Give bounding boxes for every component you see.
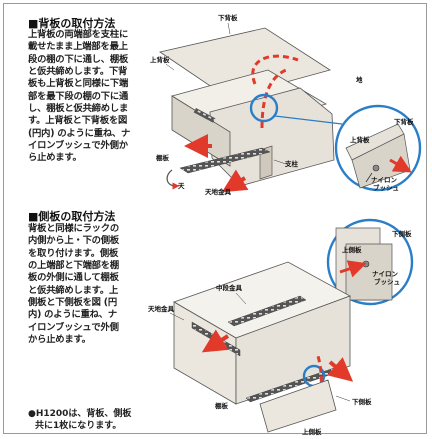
leader-line xyxy=(274,115,343,125)
instruction-line: 載せたまま上端部を最上 xyxy=(28,41,128,53)
note-line: 共に1枚になります。 xyxy=(35,421,122,431)
nylon-bush-icon xyxy=(372,164,380,172)
side-panel-instructions: 背板と同様にラックの内側から上・下の側板を取り付けます。側板の上端部と下端部を棚… xyxy=(28,223,119,346)
upper-back-panel xyxy=(159,27,331,99)
label-top-bottom-bracket: 天地金具 xyxy=(205,187,232,196)
instruction-line: 段の棚の下に通し、棚板 xyxy=(28,53,129,65)
middle-bracket xyxy=(227,295,307,327)
detail-label-lower-back: 下背板 xyxy=(394,117,414,126)
detail-label-bush: ブッシュ xyxy=(374,277,400,286)
detail-label-lower-side: 下側板 xyxy=(392,229,412,238)
instruction-line: ら止めます。 xyxy=(28,152,82,164)
label-middle-bracket: 中段金具 xyxy=(216,283,243,292)
instruction-line: 背板と同様にラックの xyxy=(28,223,119,234)
detail-upper-side xyxy=(345,243,393,301)
instruction-line: の上端部と下端部を棚 xyxy=(28,260,119,272)
detail-label-bush: ブッシュ xyxy=(373,183,399,192)
instruction-line: し、棚板と仮共締めしま xyxy=(28,103,129,115)
label-post: 支柱 xyxy=(284,159,299,168)
instruction-line: と仮共締めします。上 xyxy=(28,284,119,296)
instruction-line: 内側から上・下の側板 xyxy=(28,235,119,247)
insert-arrow-lower xyxy=(260,68,287,129)
detail-label-upper-back: 上背板 xyxy=(350,135,370,144)
instruction-line: イロンブッシュで外側 xyxy=(28,321,119,333)
side-panel-assembly: 下側板 上側板 ナイロン ブッシュ 中段金具 天地金具 棚板 下側板 上側板 xyxy=(148,218,414,436)
push-arrow-front xyxy=(327,357,354,382)
label-upper-side-panel: 上側板 xyxy=(302,427,322,436)
side-panel-heading: ■側板の取付方法 xyxy=(28,210,116,223)
rotate-arrow xyxy=(166,169,180,190)
back-panel-instructions: 上背板の両端部を支柱に載せたまま上端部を最上段の棚の下に通し、棚板と仮共締めしま… xyxy=(28,29,130,165)
back-panel-assembly: 下背板 上背板 地 天 棚板 支柱 天地金具 下背板 上背板 ナイロン ブッシュ xyxy=(150,13,422,196)
instruction-line: 板も上背板と同様に下端 xyxy=(28,78,129,90)
label-upper-back-panel: 上背板 xyxy=(150,55,170,64)
instruction-line: 内) のように重ね、ナ xyxy=(28,309,117,321)
instruction-line: 側板と下側板を図 (円 xyxy=(28,297,117,309)
instruction-line: 上背板の両端部を支柱に xyxy=(28,29,129,40)
h1200-note: ●H1200は、背板、側板 共に1枚になります。 xyxy=(28,408,131,432)
label-top-bottom-bracket: 天地金具 xyxy=(148,304,175,313)
label-shelf-board: 棚板 xyxy=(156,153,170,162)
shelf-rail xyxy=(193,108,216,123)
base-rail xyxy=(179,147,271,174)
label-heaven: 天 xyxy=(178,182,185,190)
instruction-line: (円内) のように重ね、ナ xyxy=(28,127,131,139)
post xyxy=(259,145,273,180)
overlap-focus-circle xyxy=(249,93,279,123)
detail-arrow xyxy=(389,155,412,173)
instruction-line: を取り付けます。側板 xyxy=(28,247,119,259)
detail-label-nylon: ナイロン xyxy=(371,176,398,184)
push-arrow-left xyxy=(201,329,230,353)
label-lower-back-panel-top: 下背板 xyxy=(218,13,238,22)
bush-pointer xyxy=(365,172,373,183)
detail-label-upper-side: 上側板 xyxy=(342,245,362,254)
figure-frame xyxy=(3,3,427,434)
instruction-line: す。上背板と下背板を図 xyxy=(28,115,128,127)
lower-back-panel xyxy=(209,87,335,187)
push-arrow-bottom xyxy=(221,169,249,193)
instruction-line: イロンブッシュで外側か xyxy=(28,140,128,152)
detail-label-nylon: ナイロン xyxy=(372,270,399,278)
lower-side-panel xyxy=(259,379,337,433)
label-shelf-board: 棚板 xyxy=(215,401,229,410)
nylon-bush-icon xyxy=(362,260,370,268)
note-line: ●H1200は、背板、側板 xyxy=(28,409,132,419)
instruction-line: から止めます。 xyxy=(28,334,91,346)
instruction-line: 部を最下段の棚の下に通 xyxy=(28,90,129,102)
label-lower-side-panel: 下側板 xyxy=(352,397,372,406)
back-panel-heading: ■背板の取付方法 xyxy=(28,17,116,30)
detail-arrow xyxy=(339,260,367,278)
label-earth: 地 xyxy=(356,75,363,84)
instruction-line: と仮共締めします。下背 xyxy=(28,66,128,78)
instruction-line: 板の外側に通して棚板 xyxy=(28,272,119,284)
